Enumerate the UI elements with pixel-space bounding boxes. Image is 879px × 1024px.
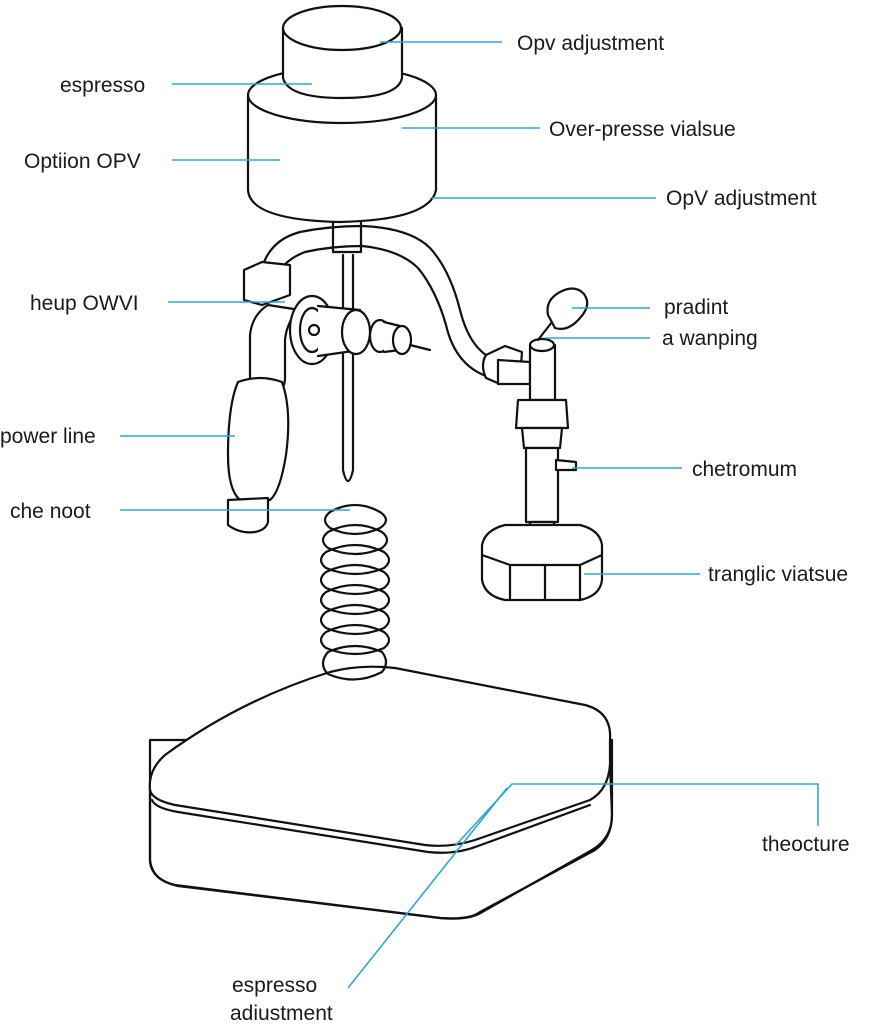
leader-espresso-adjustment: [347, 787, 508, 989]
base-block: [148, 665, 614, 920]
label-heup-owvi: heup OWVI: [30, 292, 139, 315]
label-espresso-adjustment-line2: adiustment: [230, 1002, 333, 1024]
pipe-arch: [242, 224, 497, 380]
label-over-pressure-valve: Over-presse vialsue: [549, 118, 736, 141]
label-tranglic-viatsue: tranglic viatsue: [708, 563, 848, 586]
label-espresso-adjustment-line1: espresso: [232, 974, 317, 997]
label-power-line: power line: [0, 425, 96, 448]
label-espresso: espresso: [60, 74, 145, 97]
top-cap: [281, 4, 404, 100]
label-option-opv: Optiion OPV: [24, 150, 141, 173]
labels: Opv adjustment espresso Over-presse vial…: [0, 32, 850, 1024]
spring: [319, 503, 391, 681]
leader-theocture: [454, 783, 819, 847]
leader-lines: [120, 41, 819, 989]
valve-fitting: [288, 294, 432, 366]
right-valve: [480, 287, 604, 602]
label-opv-adjustment-top: Opv adjustment: [517, 32, 664, 55]
label-opv-adjustment-mid: OpV adjustment: [666, 187, 817, 210]
handle-assembly: [226, 303, 302, 534]
label-che-noot: che noot: [10, 500, 91, 523]
label-pradint: pradint: [664, 296, 728, 319]
label-chetromum: chetromum: [692, 458, 797, 481]
label-a-wanping: a wanping: [662, 327, 758, 350]
center-rod: [331, 220, 363, 483]
label-theocture: theocture: [762, 833, 850, 856]
